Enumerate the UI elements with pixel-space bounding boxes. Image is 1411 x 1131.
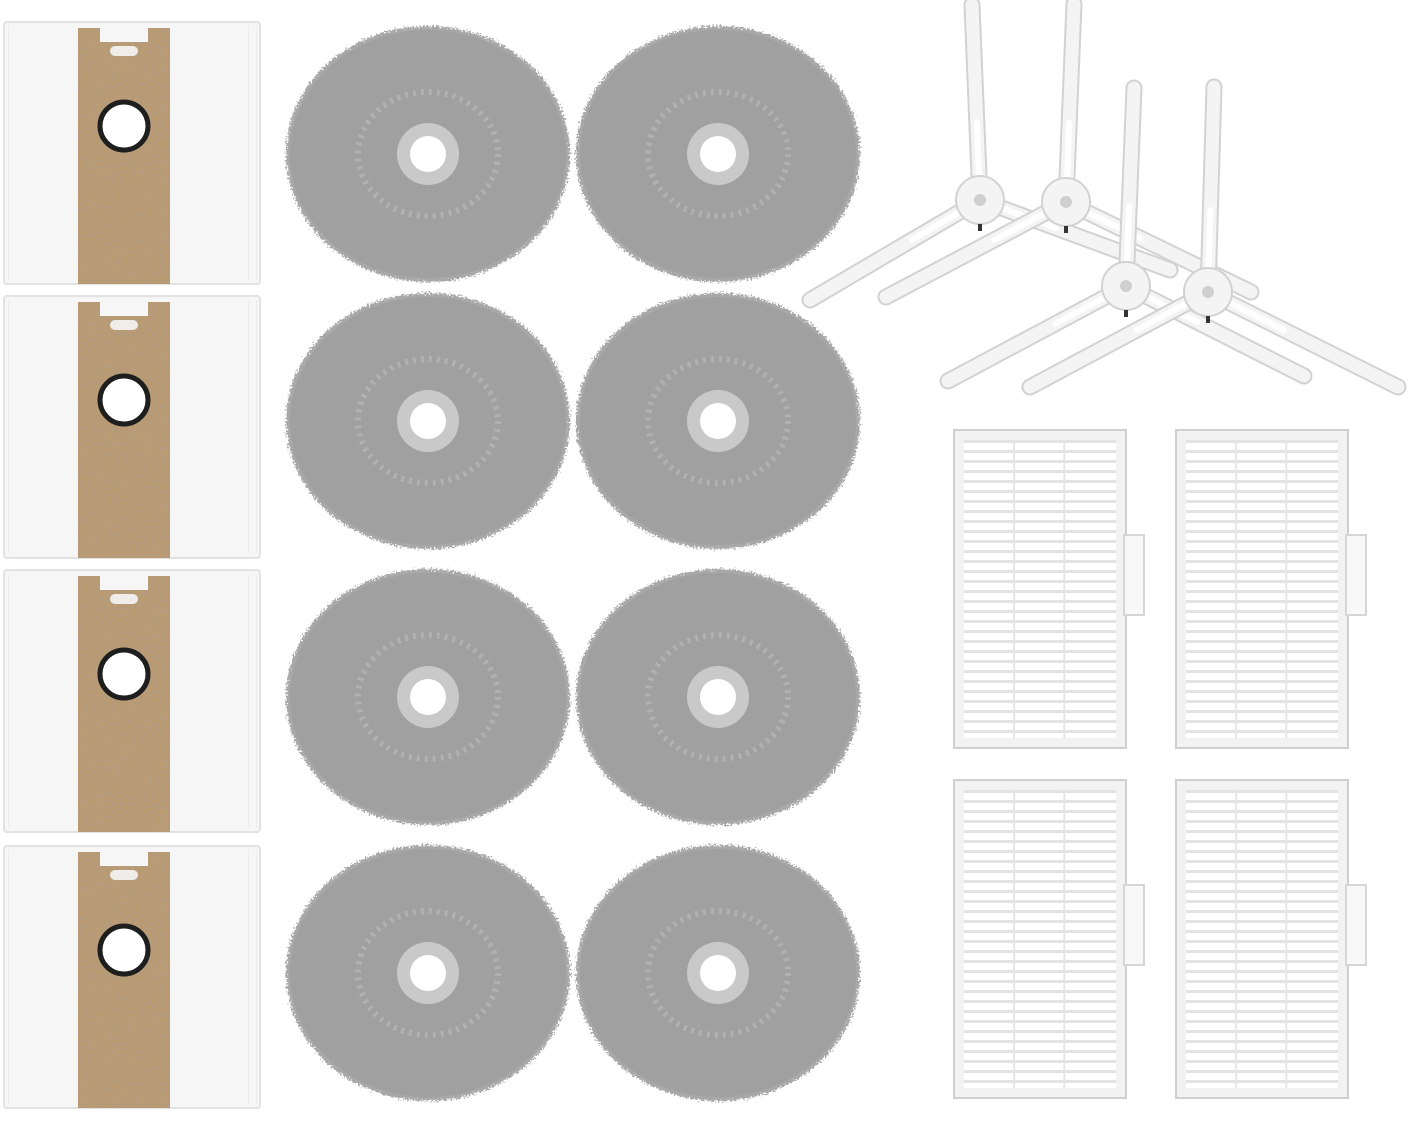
mop-pad-group xyxy=(286,26,860,1101)
side-brush xyxy=(877,0,1260,306)
dust-bag-group xyxy=(3,21,261,1109)
mop-pad xyxy=(576,293,860,549)
mop-pad xyxy=(576,569,860,825)
mop-pad xyxy=(286,569,570,825)
mop-pad xyxy=(576,845,860,1101)
mop-pad xyxy=(576,26,860,282)
dust-bag xyxy=(3,21,261,285)
dust-bag xyxy=(3,845,261,1109)
dust-bag xyxy=(3,569,261,833)
mop-pad xyxy=(286,845,570,1101)
hepa-filter xyxy=(953,429,1145,749)
side-brush-group xyxy=(801,0,1407,396)
dust-bag xyxy=(3,295,261,559)
side-brush xyxy=(801,0,1179,309)
side-brush xyxy=(939,79,1313,390)
mop-pad xyxy=(286,293,570,549)
side-brush xyxy=(1021,78,1407,396)
mop-pad xyxy=(286,26,570,282)
hepa-filter xyxy=(1175,779,1367,1099)
hepa-filter xyxy=(1175,429,1367,749)
hepa-filter-group xyxy=(953,429,1367,1099)
hepa-filter xyxy=(953,779,1145,1099)
